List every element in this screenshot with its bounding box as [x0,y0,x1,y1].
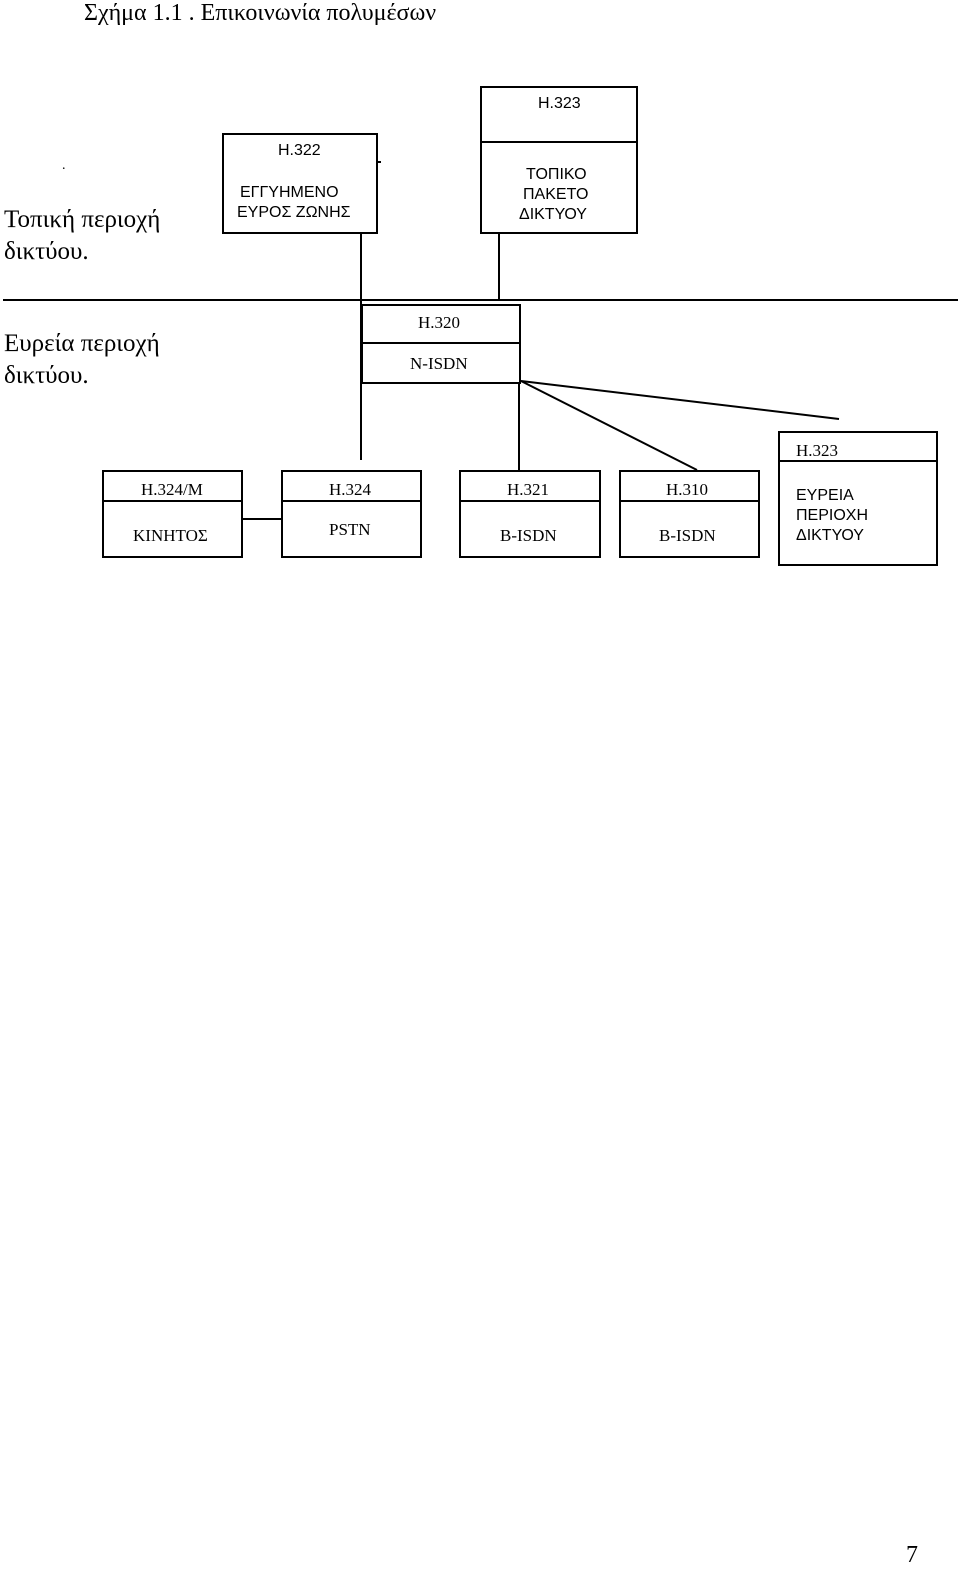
h321-separator [460,500,600,502]
h323-local-box [480,86,638,234]
local-area-label-line2: δικτύου. [4,238,89,265]
h323-local-separator [481,141,637,143]
h323-wide-separator [779,460,937,462]
h323-wide-line3: ΔΙΚΤΥΟΥ [796,527,864,544]
local-area-label-line1: Τοπική περιοχή [4,206,161,233]
h320-code: H.320 [418,313,461,332]
wide-area-label-line1: Ευρεία περιοχή [4,330,160,357]
wide-area-label-line2: δικτύου. [4,362,89,389]
h322-line1: ΕΓΓΥΗΜΕΝΟ [240,184,339,201]
h322-line2: ΕΥΡΟΣ ΖΩΝΗΣ [237,204,351,221]
h324m-label: ΚΙΝΗΤΟΣ [133,526,208,545]
h324-code: H.324 [329,480,372,499]
page-number: 7 [906,1542,918,1568]
h323-wide-box [778,431,938,566]
h320-box [361,304,521,384]
h322-code: H.322 [278,142,321,159]
connector-h322-tick [376,161,381,163]
h324m-separator [103,500,242,502]
h310-box [619,470,760,558]
figure-title: Σχήμα 1.1 . Επικοινωνία πολυμέσων [84,0,437,26]
link-h320-h323-wide [520,380,840,420]
h320-separator [362,342,520,344]
h322-box [222,133,378,234]
h321-label: B-ISDN [500,526,557,545]
h324-box [281,470,422,558]
h323-local-line1: ΤΟΠΙΚΟ [526,166,587,183]
connector-h320-down [518,383,520,471]
h323-wide-line1: ΕΥΡΕΙΑ [796,487,854,504]
link-h320-h310 [520,380,698,471]
h324-label: PSTN [329,520,371,539]
h310-label: B-ISDN [659,526,716,545]
dot-mark: . [62,158,66,173]
h324-separator [282,500,421,502]
h323-local-line2: ΠΑΚΕΤΟ [523,186,589,203]
connector-h323-local-down [498,232,500,300]
h321-code: H.321 [507,480,550,499]
connector-h324m-h324 [242,518,282,520]
h323-wide-code: H.323 [796,441,839,460]
h323-local-code: H.323 [538,95,581,112]
h323-wide-line2: ΠΕΡΙΟΧΗ [796,507,869,524]
h324m-box [102,470,243,558]
h324m-code: H.324/M [141,480,203,499]
h310-separator [620,500,759,502]
area-divider-line [3,299,958,301]
h323-local-line3: ΔΙΚΤΥΟΥ [519,206,587,223]
h320-label: N-ISDN [410,354,468,373]
h321-box [459,470,601,558]
h310-code: H.310 [666,480,709,499]
